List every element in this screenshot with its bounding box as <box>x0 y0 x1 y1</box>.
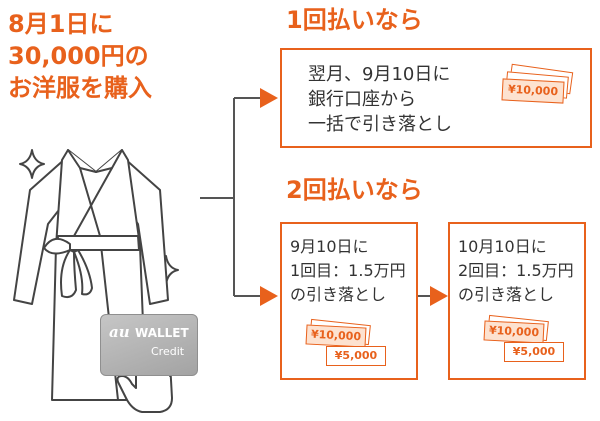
first-installment-box: 9月10日に 1回目：1.5万円 の引き落とし ¥10,000 ¥5,000 <box>280 222 418 380</box>
split-payment-heading: 2回払いなら <box>286 176 423 204</box>
card-sub: Credit <box>151 345 185 358</box>
single-payment-heading: 1回払いなら <box>286 6 423 34</box>
single-payment-box: 翌月、9月10日に 銀行口座から 一括で引き落とし ¥10,000 <box>280 48 592 148</box>
second-bill-small: ¥5,000 <box>504 342 564 362</box>
first-line-debit: の引き落とし <box>290 285 387 304</box>
arrow-right-icon <box>260 88 278 108</box>
first-line-date: 9月10日に <box>290 237 369 256</box>
second-installment-box: 10月10日に 2回目：1.5万円 の引き落とし ¥10,000 ¥5,000 <box>448 222 586 380</box>
card-name: WALLET <box>135 326 189 340</box>
second-bill-large: ¥10,000 <box>483 320 545 344</box>
purchase-line-item: お洋服を購入 <box>8 74 152 102</box>
purchase-heading: 8月1日に 30,000円の お洋服を購入 <box>8 8 152 104</box>
first-bill-large: ¥10,000 <box>305 324 367 348</box>
arrow-right-icon <box>430 286 448 306</box>
single-line-account: 銀行口座から <box>308 89 416 110</box>
sparkle-icon <box>19 149 45 179</box>
second-line-date: 10月10日に <box>458 237 547 256</box>
single-line-debit: 一括で引き落とし <box>308 114 452 135</box>
single-bill-amount: ¥10,000 <box>501 78 565 104</box>
card-brand-logo: au <box>109 323 130 341</box>
single-line-date: 翌月、9月10日に <box>308 64 451 85</box>
second-line-debit: の引き落とし <box>458 285 555 304</box>
purchase-line-amount: 30,000円の <box>8 42 149 70</box>
arrow-right-icon <box>260 286 278 306</box>
first-bill-small: ¥5,000 <box>326 346 386 366</box>
credit-card: au WALLET Credit <box>100 314 198 376</box>
purchase-line-date: 8月1日に <box>8 10 114 38</box>
second-line-amount: 2回目：1.5万円 <box>458 261 574 280</box>
first-line-amount: 1回目：1.5万円 <box>290 261 406 280</box>
